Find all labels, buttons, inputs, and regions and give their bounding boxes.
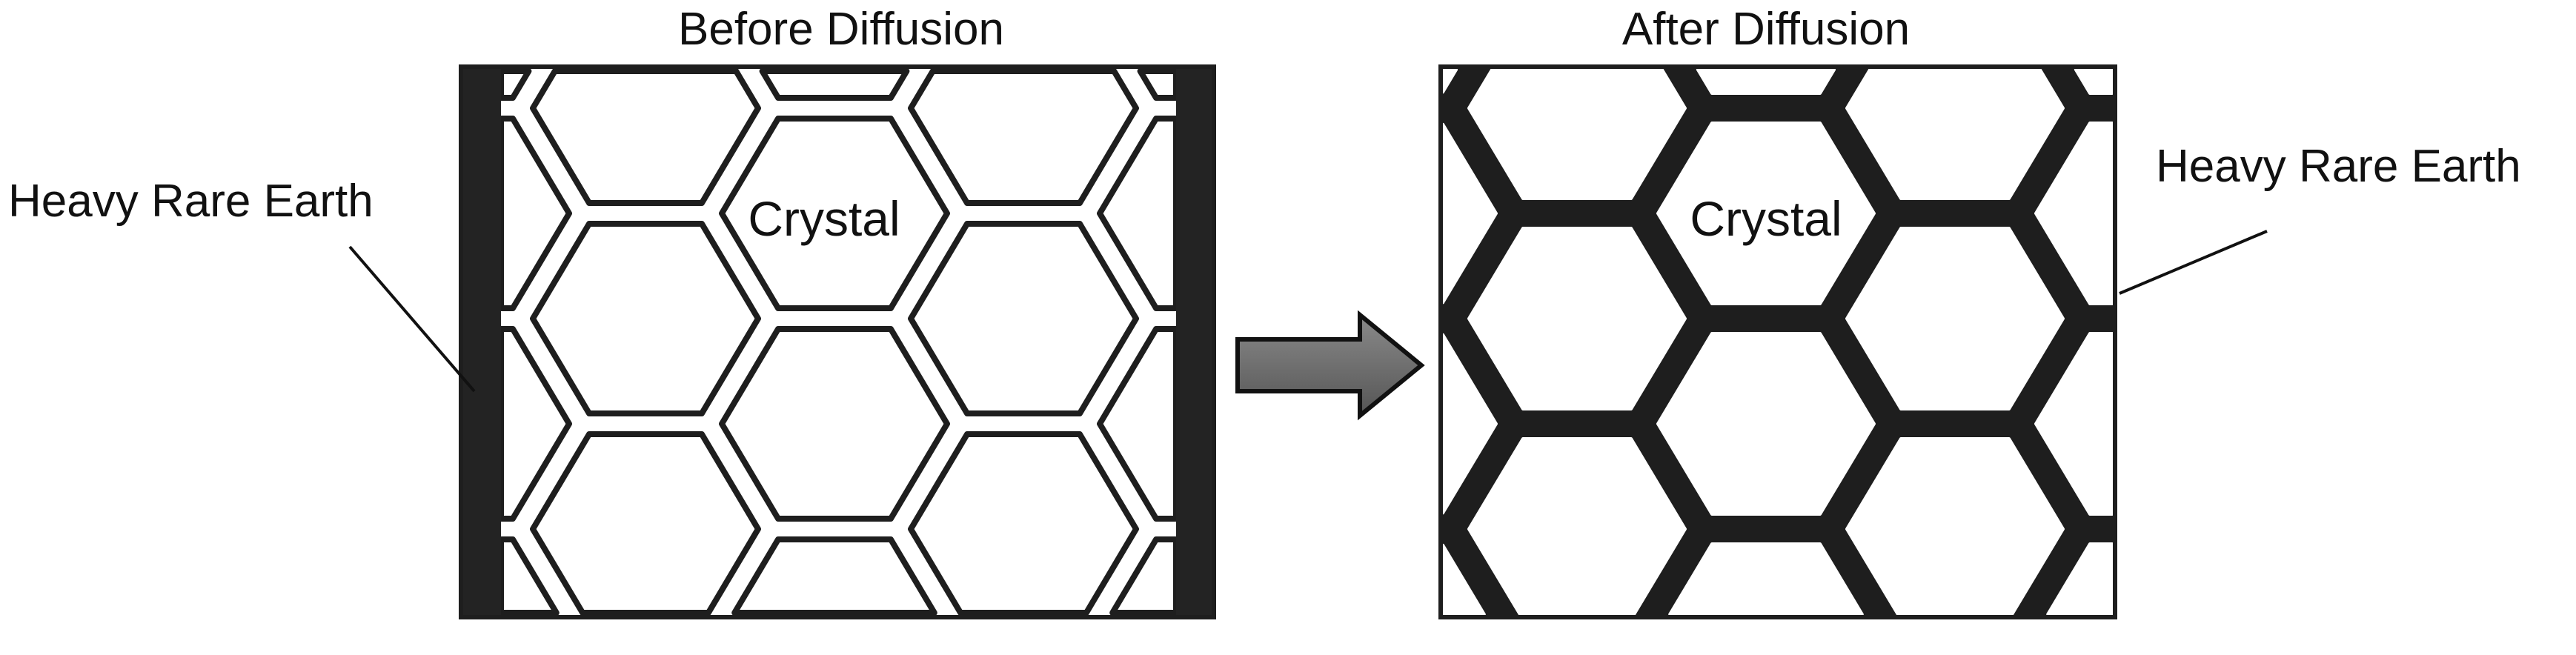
crystal-grain (530, 221, 761, 416)
crystal-grain (1137, 68, 1176, 101)
crystal-grain (1467, 437, 1687, 616)
crystal-grain (908, 68, 1139, 206)
after-heavy-rare-earth-label: Heavy Rare Earth (2156, 141, 2521, 192)
crystal-grain (1845, 68, 2065, 200)
crystal-grain (908, 431, 1139, 616)
crystal-grain (1656, 122, 1876, 305)
before-title: Before Diffusion (678, 4, 1004, 55)
crystal-grain (530, 68, 761, 206)
crystal-grain (1845, 227, 2065, 410)
after-title: After Diffusion (1622, 4, 1910, 55)
crystal-grain (2074, 68, 2114, 95)
crystal-grain (759, 68, 910, 101)
before-panel: Before Diffusion Crystal Heavy Rare Eart… (8, 4, 1216, 619)
crystal-grain (1668, 542, 1864, 616)
crystal-grain (1109, 536, 1176, 616)
crystal-grain (1467, 68, 1687, 200)
crystal-grain (2034, 122, 2114, 305)
after-leader-line (2119, 230, 2268, 295)
crystal-grain (731, 536, 937, 616)
crystal-grain (530, 431, 761, 616)
crystal-grain (719, 326, 950, 522)
crystal-grain (501, 116, 572, 311)
before-grain-grid (501, 68, 1176, 616)
crystal-grain (719, 116, 950, 311)
after-crystal-label: Crystal (1690, 191, 1842, 246)
after-panel-border (1438, 64, 2117, 619)
crystal-grain (1097, 116, 1176, 311)
heavy-rare-earth-layer-left (459, 66, 501, 618)
before-leader-line (348, 245, 476, 393)
crystal-grain (1097, 326, 1176, 522)
crystal-grain (1467, 227, 1687, 410)
heavy-rare-earth-layer-right (1176, 66, 1215, 618)
crystal-grain (908, 221, 1139, 416)
arrow-right-icon (1235, 310, 1425, 421)
crystal-grain (501, 326, 572, 522)
before-heavy-rare-earth-label: Heavy Rare Earth (8, 176, 374, 227)
before-crystal-label: Crystal (748, 191, 900, 246)
crystal-grain (2034, 332, 2114, 516)
crystal-grain (501, 536, 560, 616)
crystal-grain (501, 68, 532, 101)
crystal-grain (1845, 437, 2065, 616)
crystal-grain (1656, 332, 1876, 516)
crystal-grain (1696, 68, 1836, 95)
after-panel: After Diffusion Crystal Heavy Rare Earth (1438, 4, 2521, 619)
crystal-grain (2046, 542, 2114, 616)
after-grain-grid (1441, 68, 2114, 616)
before-panel-border (459, 64, 1216, 619)
